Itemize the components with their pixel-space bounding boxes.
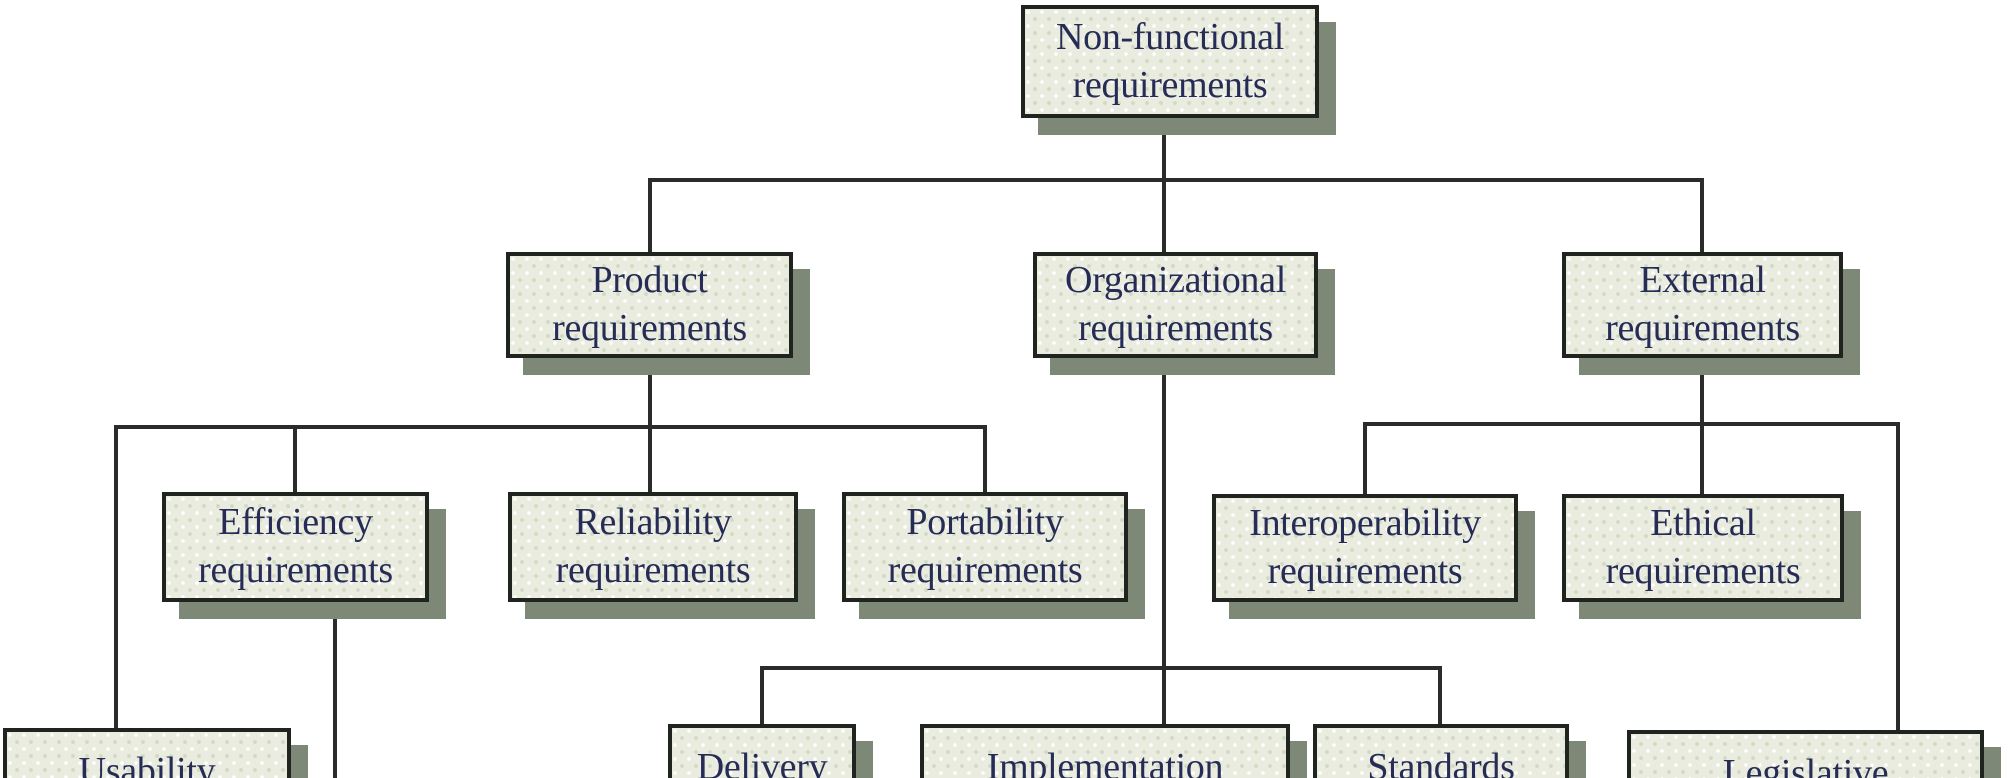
connector-drop-efficiency (293, 425, 297, 492)
connector-external-children-bar (1363, 422, 1900, 426)
node-implementation-requirements: Implementation (920, 724, 1290, 778)
connector-drop-organizational (1162, 178, 1166, 252)
connector-drop-usability (114, 425, 118, 728)
node-product-requirements: Product requirements (506, 252, 793, 358)
connector-drop-legislative (1896, 422, 1900, 730)
node-interoperability-requirements: Interoperability requirements (1212, 494, 1518, 602)
connector-drop-product (648, 178, 652, 252)
connector-organizational-children-bar (760, 666, 1442, 670)
node-usability-requirements: Usability (3, 728, 291, 778)
node-non-functional-requirements: Non-functional requirements (1021, 5, 1319, 118)
node-efficiency-requirements: Efficiency requirements (162, 492, 429, 602)
connector-organizational-to-implementation (1162, 358, 1166, 724)
connector-drop-standards (1438, 666, 1442, 724)
connector-drop-external (1700, 178, 1704, 252)
node-portability-requirements: Portability requirements (842, 492, 1128, 602)
connector-drop-portability (983, 425, 987, 492)
connector-external-to-ethical (1700, 358, 1704, 494)
node-external-requirements: External requirements (1562, 252, 1843, 358)
node-ethical-requirements: Ethical requirements (1562, 494, 1844, 602)
node-standards-requirements: Standards (1313, 724, 1569, 778)
connector-drop-interoperability (1363, 422, 1367, 494)
node-delivery-requirements: Delivery (668, 724, 856, 778)
node-organizational-requirements: Organizational requirements (1033, 252, 1318, 358)
connector-efficiency-children-feed (333, 602, 337, 778)
connector-product-children-bar (114, 425, 987, 429)
connector-root-feed (1162, 118, 1166, 182)
connector-drop-delivery (760, 666, 764, 724)
node-reliability-requirements: Reliability requirements (508, 492, 798, 602)
connector-level1-bar (650, 178, 1704, 182)
node-legislative-requirements: Legislative (1627, 730, 1984, 778)
